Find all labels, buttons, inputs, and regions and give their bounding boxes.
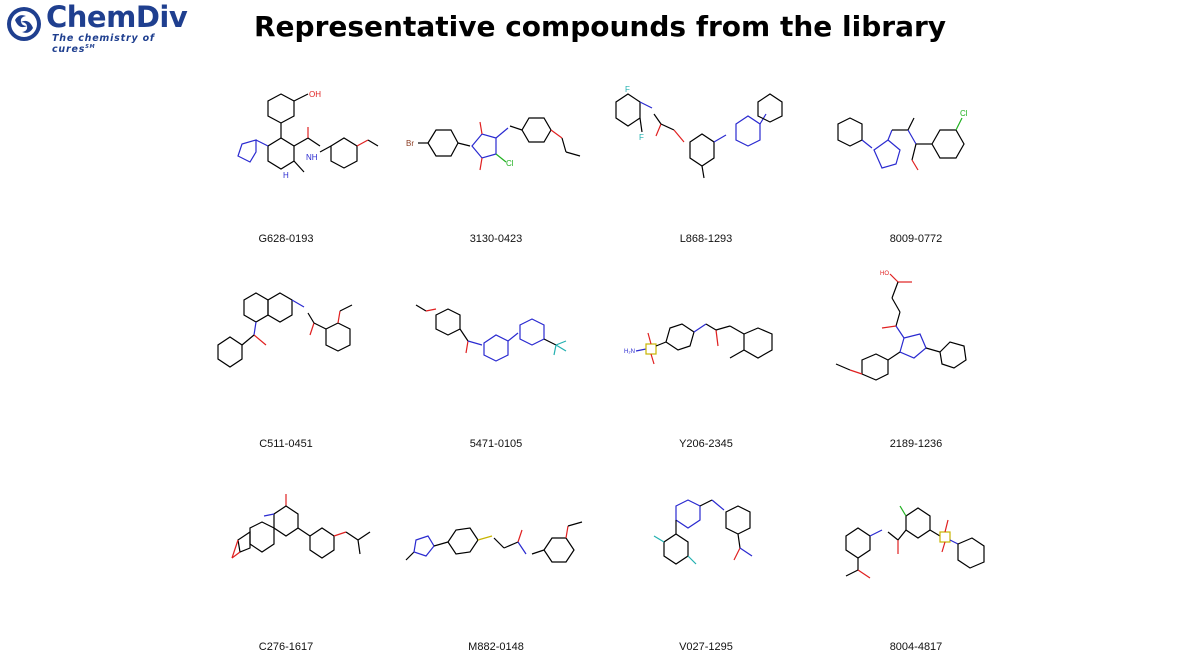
logo-tagline: The chemistry of curesSM — [52, 33, 196, 55]
trademark-mark: SM — [85, 44, 96, 50]
svg-text:OH: OH — [309, 90, 321, 99]
molecule-structure — [186, 285, 386, 385]
compound-id: 5471-0105 — [469, 438, 523, 450]
svg-text:H: H — [283, 171, 289, 180]
molecule-structure: Br Cl — [396, 90, 596, 190]
molecule-structure: Cl — [816, 90, 1016, 190]
compound-id: M882-0148 — [468, 641, 524, 653]
compound-id: Y206-2345 — [679, 438, 733, 450]
compound-id: V027-1295 — [679, 641, 733, 653]
compound-id: G628-0193 — [258, 233, 314, 245]
compound-id: C276-1617 — [258, 641, 314, 653]
chemdiv-swirl-icon — [7, 7, 41, 41]
svg-text:NH: NH — [306, 153, 318, 162]
tagline-text: The chemistry of cures — [52, 33, 155, 56]
molecule-structure: OH H NH — [186, 80, 386, 195]
page-title: Representative compounds from the librar… — [253, 10, 947, 43]
compound-id: 2189-1236 — [889, 438, 943, 450]
svg-text:F: F — [639, 133, 644, 142]
svg-text:Br: Br — [406, 139, 414, 148]
compound-id: L868-1293 — [679, 233, 733, 245]
compound-id: 3130-0423 — [469, 233, 523, 245]
compound-id: 8009-0772 — [889, 233, 943, 245]
molecule-structure — [396, 285, 596, 385]
compound-id: 8004-4817 — [889, 641, 943, 653]
chemdiv-logo: ChemDiv The chemistry of curesSM — [6, 0, 196, 55]
svg-text:HO: HO — [880, 271, 889, 277]
molecule-structure: HO — [816, 262, 1016, 387]
svg-text:Cl: Cl — [960, 109, 968, 118]
svg-text:H₂N: H₂N — [624, 349, 635, 355]
svg-text:Cl: Cl — [506, 159, 514, 168]
molecule-structure — [606, 488, 806, 598]
logo-wordmark: ChemDiv — [46, 0, 188, 34]
molecule-structure — [186, 488, 386, 588]
svg-text:F: F — [625, 85, 630, 94]
molecule-structure: F F — [606, 80, 806, 205]
compound-id: C511-0451 — [259, 438, 313, 450]
molecule-structure: H₂N — [606, 300, 806, 380]
molecule-structure — [396, 498, 596, 578]
molecule-structure — [816, 498, 1016, 598]
